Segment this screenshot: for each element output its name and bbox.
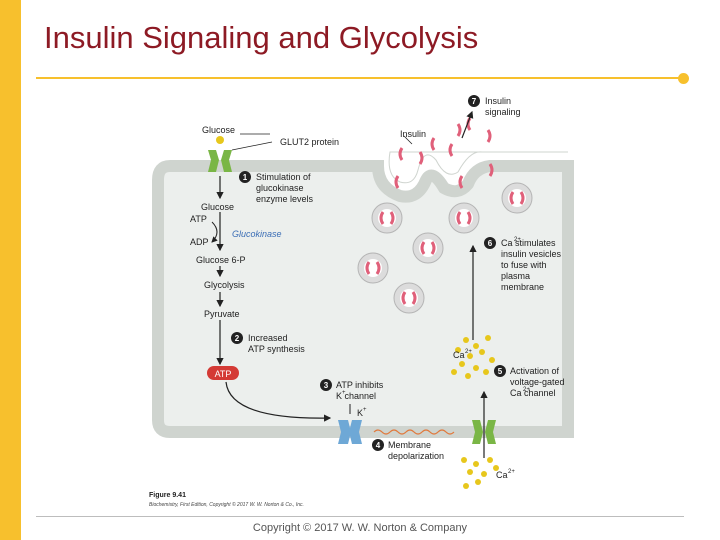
step-text: Increased — [248, 333, 288, 343]
step-1: 1 Stimulation of glucokinase enzyme leve… — [239, 171, 314, 204]
insulin-vesicles — [357, 182, 533, 314]
figure-caption-credit: Biochemistry, First Edition, Copyright ©… — [149, 501, 304, 508]
step-text: to fuse with — [501, 260, 547, 270]
step-text: Ca stimulates — [501, 238, 556, 248]
copyright-text: Copyright © 2017 W. W. Norton & Company — [252, 522, 468, 534]
step-number: 3 — [324, 381, 329, 390]
step-5: 5 Activation of voltage-gated Ca channel… — [494, 365, 565, 398]
step-7: 7 Insulin signaling — [468, 95, 521, 117]
step-number: 7 — [472, 97, 477, 106]
insulin-release-arrow — [461, 110, 474, 139]
insulin-vesicle — [412, 232, 444, 264]
insulin-vesicle — [393, 282, 425, 314]
depolarization-wave — [373, 429, 455, 435]
step-text: ATP inhibits — [336, 380, 384, 390]
glut2-leader-line — [231, 141, 273, 151]
insulin-vesicle — [357, 252, 389, 284]
step-number: 2 — [235, 334, 240, 343]
step-number: 6 — [488, 239, 493, 248]
step-number: 5 — [498, 367, 503, 376]
glucose-outside-label: Glucose — [202, 125, 235, 135]
step-text: K channel — [336, 391, 376, 401]
atp-adp-arrow — [211, 221, 218, 243]
atp-label: ATP — [190, 214, 207, 224]
slide-title: Insulin Signaling and Glycolysis — [44, 20, 479, 55]
glucose-inside-label: Glucose — [201, 202, 234, 212]
calcium-inside-label: Ca — [453, 350, 465, 360]
step-text: enzyme levels — [256, 194, 314, 204]
step-sup: 2+ — [523, 387, 530, 393]
step-text: Activation of — [510, 366, 560, 376]
title-rule-dot — [678, 73, 689, 84]
glycolysis-label: Glycolysis — [204, 280, 245, 290]
step-sup: 2+ — [514, 237, 521, 243]
atp-badge — [207, 366, 239, 380]
calcium-outside-label: Ca — [496, 470, 508, 480]
calcium-outside-sup: 2+ — [508, 469, 515, 475]
step-text: membrane — [501, 282, 544, 292]
calcium-inside-sup: 2+ — [465, 349, 472, 355]
k-channel-label: K — [357, 408, 363, 418]
glucokinase-label: Glucokinase — [232, 229, 282, 239]
k-channel — [338, 420, 362, 444]
glut2-transporter — [208, 150, 232, 172]
calcium-ions-outside — [461, 457, 499, 489]
left-accent-bar — [0, 0, 21, 540]
step-text: Insulin — [485, 96, 511, 106]
step-text: Membrane — [388, 440, 431, 450]
step-sup: + — [342, 390, 346, 396]
insulin-leader-line — [403, 135, 413, 145]
step-number: 4 — [376, 441, 381, 450]
atp-badge-label: ATP — [215, 369, 232, 379]
insulin-vesicle — [501, 182, 533, 214]
step-4: 4 Membrane depolarization — [372, 439, 444, 461]
insulin-vesicle — [448, 202, 480, 234]
title-rule — [36, 77, 680, 79]
glucose6p-label: Glucose 6-P — [196, 255, 246, 265]
step-text: signaling — [485, 107, 521, 117]
glut2-label: GLUT2 protein — [280, 137, 339, 147]
step-number: 1 — [243, 173, 248, 182]
step-text: glucokinase — [256, 183, 304, 193]
step-text: ATP synthesis — [248, 344, 305, 354]
pyruvate-label: Pyruvate — [204, 309, 240, 319]
footer-rule — [36, 516, 684, 517]
atp-to-k-channel-arrow — [225, 381, 332, 422]
step-2: 2 Increased ATP synthesis — [231, 332, 305, 354]
insulin-vesicle — [371, 202, 403, 234]
step-text: depolarization — [388, 451, 444, 461]
insulin-label: Insulin — [400, 129, 426, 139]
adp-label: ADP — [190, 237, 209, 247]
step-3: 3 ATP inhibits K channel + — [320, 379, 384, 401]
step-text: plasma — [501, 271, 530, 281]
step-6: 6 Ca stimulates insulin vesicles to fuse… — [484, 237, 562, 292]
k-channel-sup: + — [363, 407, 367, 413]
glucose-molecule — [216, 136, 224, 144]
step-text: Ca channel — [510, 388, 556, 398]
step-text: insulin vesicles — [501, 249, 562, 259]
calcium-channel — [472, 420, 496, 444]
calcium-ions-inside — [451, 335, 495, 379]
step-text: voltage-gated — [510, 377, 565, 387]
step-text: Stimulation of — [256, 172, 311, 182]
released-insulin — [394, 117, 494, 189]
figure-caption-title: Figure 9.41 — [149, 492, 186, 499]
